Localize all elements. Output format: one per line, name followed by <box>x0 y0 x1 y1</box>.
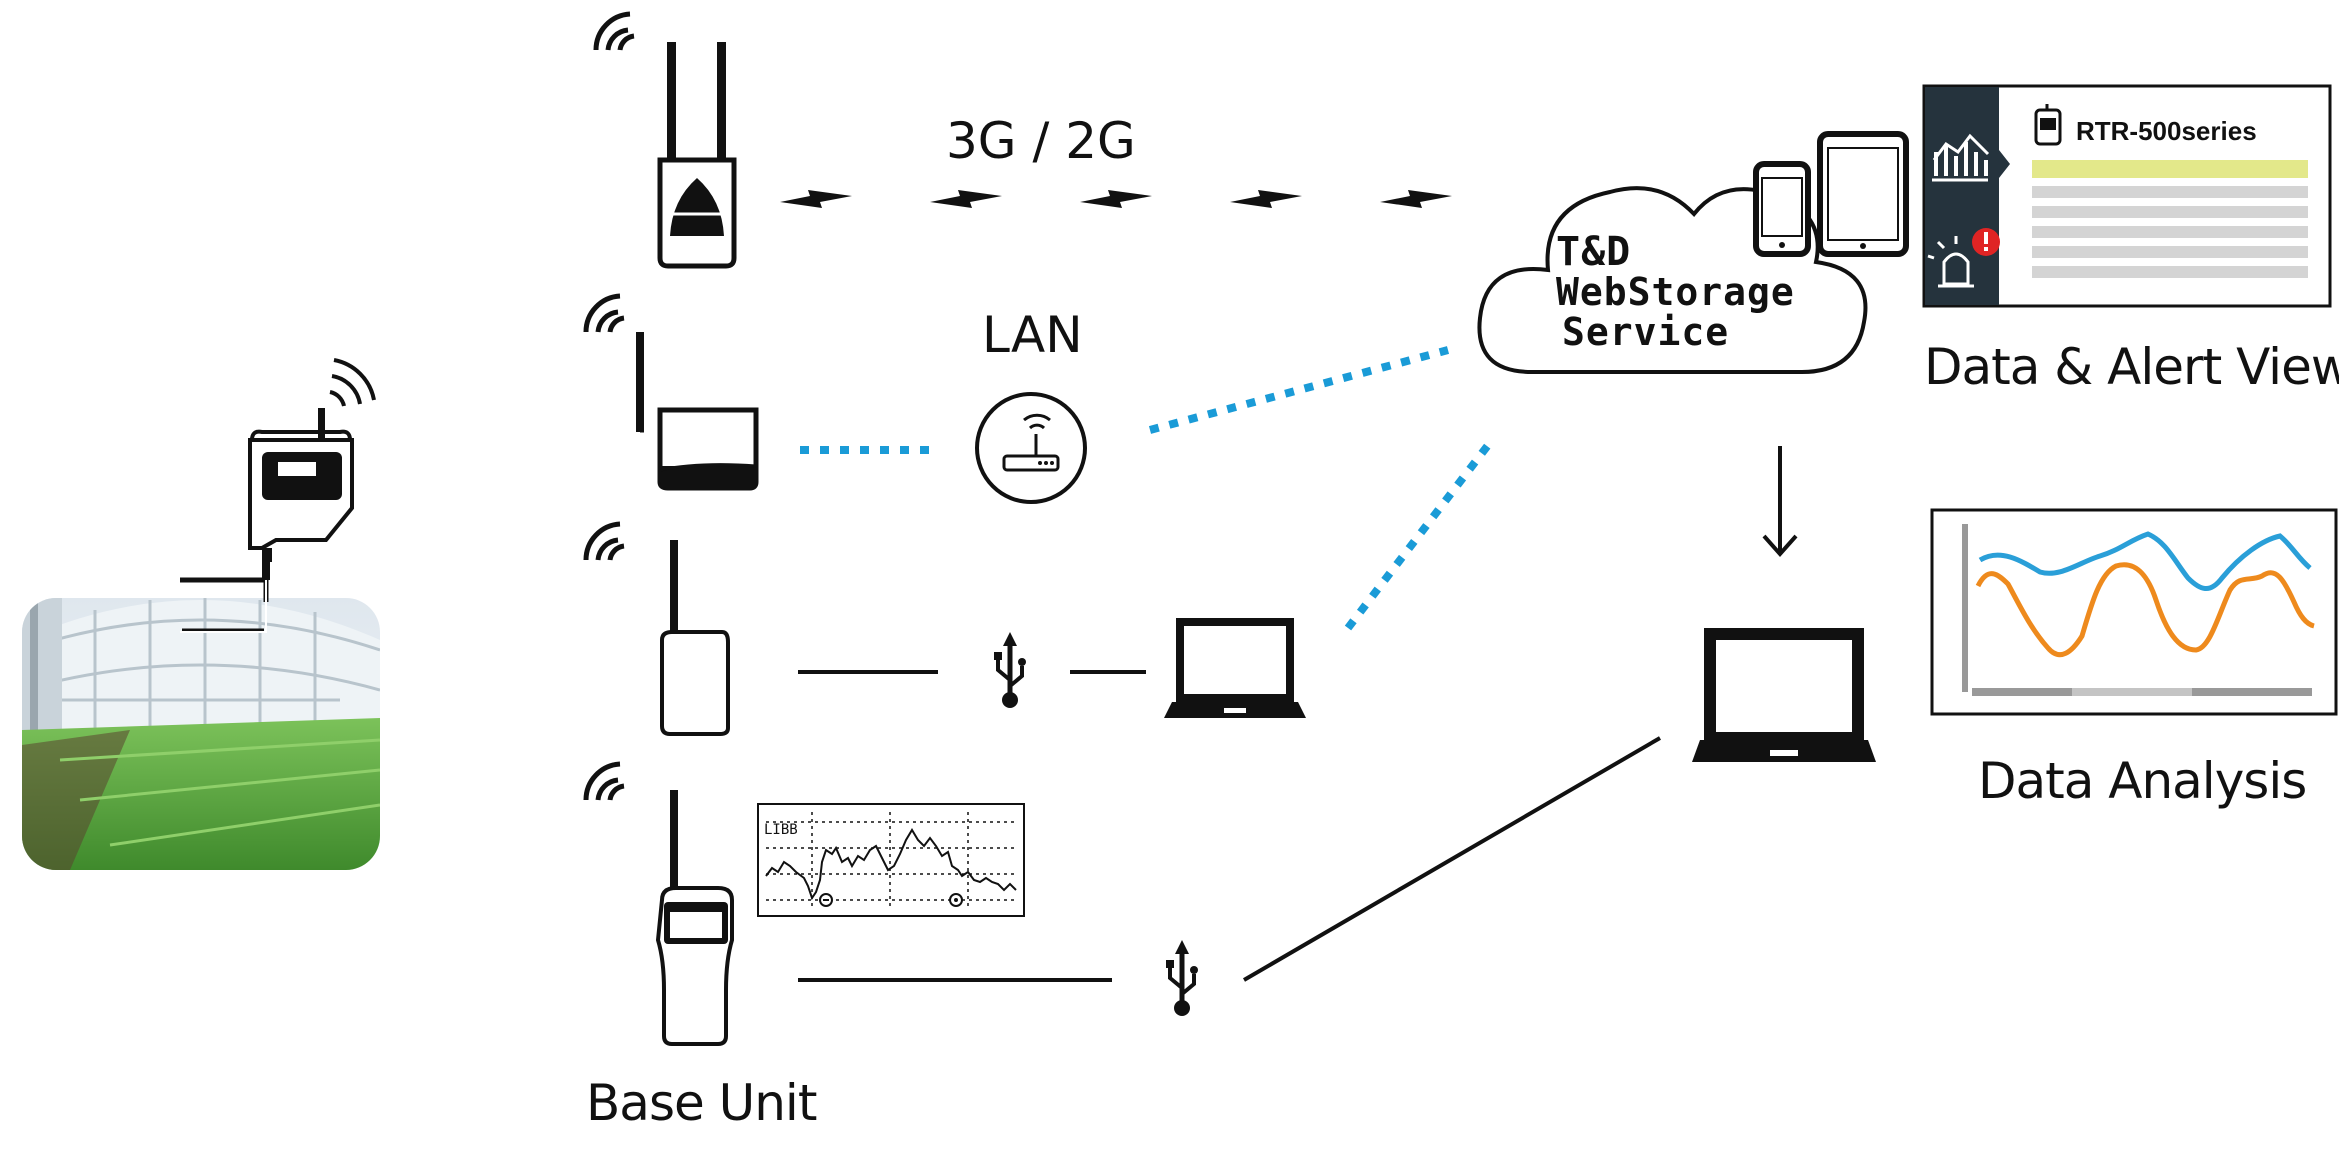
laptop-icon <box>1164 618 1306 718</box>
cellular-label: 3G / 2G <box>946 112 1136 170</box>
cloud-line-2: WebStorage <box>1556 270 1795 314</box>
usb-icon <box>994 632 1026 708</box>
lcd-graph-panel: LIBB <box>757 803 1025 917</box>
analysis-laptop-icon <box>1692 628 1876 762</box>
logger-thumbnail-icon <box>2034 104 2062 146</box>
wireless-logger-icon <box>180 358 376 633</box>
lcd-text: LIBB <box>764 822 798 838</box>
data-analysis-label: Data Analysis <box>1978 752 2307 810</box>
cellular-base-unit-icon <box>593 11 737 269</box>
usb-connection-2 <box>798 736 1662 982</box>
smartphone-icon <box>1753 161 1811 257</box>
usb-base-unit-icon <box>583 521 730 736</box>
cloud-line-3: Service <box>1562 310 1730 354</box>
cloud-service-name: T&D WebStorage Service <box>1556 232 1795 352</box>
siren-icon <box>1927 228 2000 288</box>
down-arrow-icon <box>1762 446 1798 558</box>
lan-label: LAN <box>982 306 1083 364</box>
analysis-chart-panel <box>1930 508 2338 716</box>
cellular-link <box>780 190 1452 208</box>
cloud-line-1: T&D <box>1556 229 1632 275</box>
data-alert-view-label: Data & Alert View <box>1924 338 2339 396</box>
analysis-series-blue <box>1978 531 2312 591</box>
analysis-series-orange <box>1975 562 2315 658</box>
usb-icon-2 <box>1166 940 1198 1016</box>
alert-panel-product-name: RTR-500series <box>2076 116 2257 146</box>
alert-view-panel <box>1922 84 2332 308</box>
lan-base-unit-icon <box>583 293 759 491</box>
chart-icon <box>1932 133 1990 182</box>
tablet-icon <box>1817 131 1909 257</box>
dotted-connections <box>800 346 1496 631</box>
handheld-base-unit-icon <box>583 761 734 1046</box>
base-unit-label: Base Unit <box>586 1074 817 1132</box>
greenhouse-photo <box>22 598 380 870</box>
router-icon <box>975 392 1087 504</box>
